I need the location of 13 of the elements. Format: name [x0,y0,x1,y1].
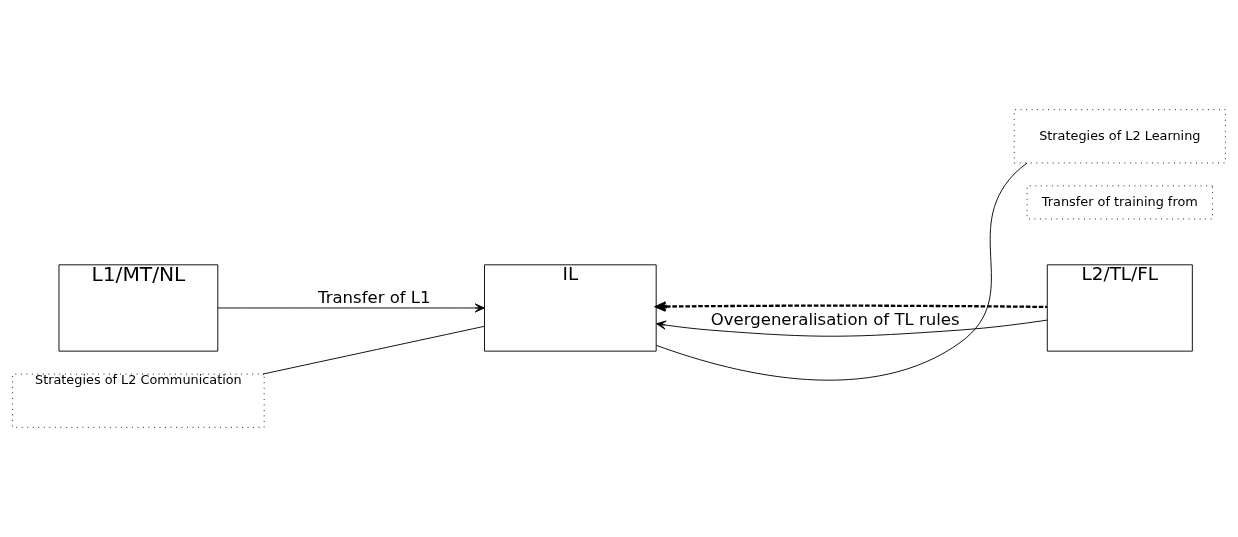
arrow [656,319,1048,337]
connector [655,162,1028,381]
node-box: L1/MT/NL [58,264,219,352]
node-box: Strategies of L2 Communication [12,373,265,428]
node-box: Strategies of L2 Learning [1013,109,1226,164]
node-box: L2/TL/FL [1046,264,1193,352]
connector [262,325,485,375]
edge-label: Overgeneralisation of TL rules [710,309,960,329]
node-box: Transfer of training from [1026,185,1213,220]
edge-label: Transfer of L1 [318,287,431,307]
arrow [217,303,485,313]
arrow [655,301,1047,312]
node-box: IL [484,264,657,352]
